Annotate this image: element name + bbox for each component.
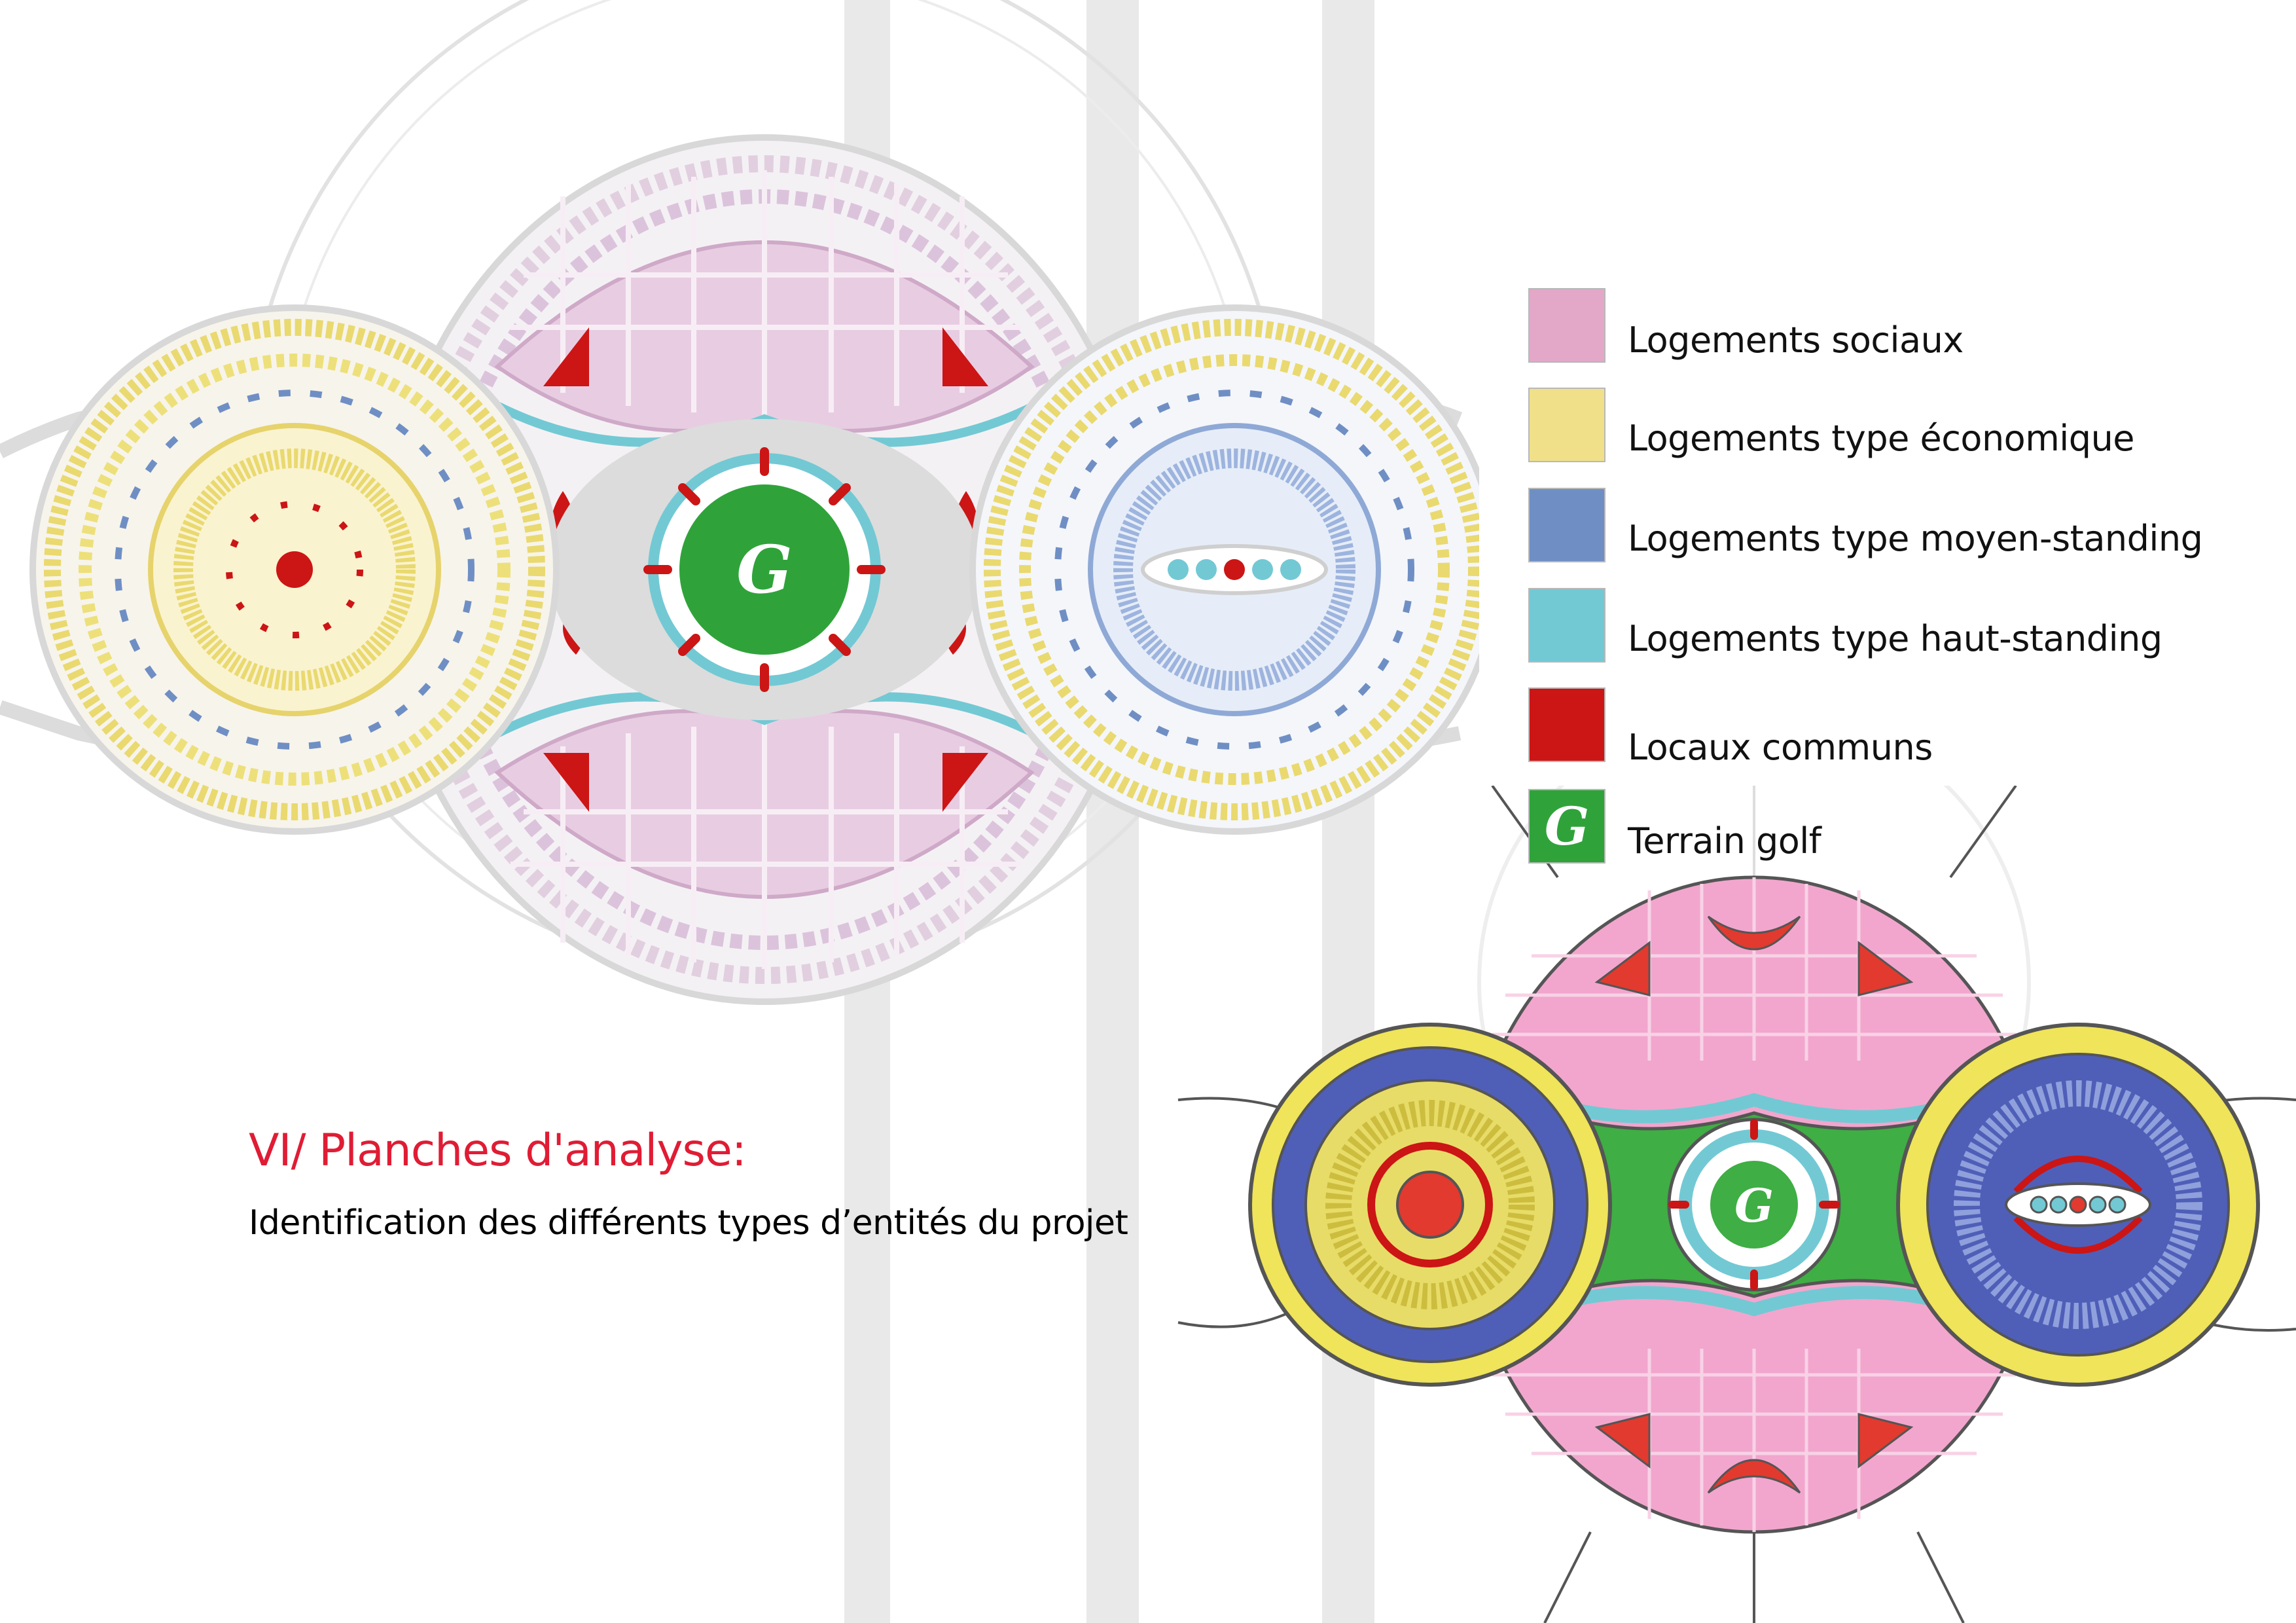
legend-swatch-golf: G bbox=[1528, 789, 1605, 864]
road bbox=[1543, 1531, 1592, 1623]
legend-swatch-social bbox=[1528, 288, 1605, 363]
economic-ring bbox=[1019, 354, 1450, 785]
economic-center bbox=[276, 551, 313, 588]
economic-center bbox=[1396, 1171, 1464, 1239]
golf-icon: G bbox=[1544, 795, 1590, 857]
golf-course bbox=[673, 478, 856, 661]
medium-blue-accents bbox=[1054, 390, 1414, 750]
legend-item: Logements type économique bbox=[1528, 388, 2287, 465]
legend-label: Logements sociaux bbox=[1628, 319, 1964, 361]
legend-label: Logements type moyen-standing bbox=[1628, 518, 2203, 559]
colored-master-plan: G bbox=[1177, 786, 2296, 1623]
road bbox=[1177, 1308, 1297, 1328]
legend-swatch-economic bbox=[1528, 388, 1605, 462]
legend-item: G Terrain golf bbox=[1528, 789, 2287, 866]
road bbox=[0, 386, 198, 458]
medium-petals bbox=[1954, 1080, 2202, 1329]
medium-petals bbox=[1113, 448, 1355, 691]
legend-swatch-high-standing bbox=[1528, 588, 1605, 663]
golf-spokes bbox=[1668, 1119, 1840, 1290]
road bbox=[0, 700, 172, 760]
section-subtitle: Identification des différents types d’en… bbox=[249, 1203, 1128, 1243]
legend-swatch-common bbox=[1528, 687, 1605, 762]
legend-item: Logements sociaux bbox=[1528, 288, 2287, 365]
golf-course bbox=[1706, 1157, 1802, 1252]
section-title: VI/ Planches d'analyse: bbox=[249, 1125, 747, 1176]
golf-spokes bbox=[643, 447, 886, 692]
medium-common-arc bbox=[2013, 1156, 2143, 1194]
economic-blue-accents bbox=[115, 390, 475, 750]
economic-common bbox=[226, 501, 363, 638]
economic-petals bbox=[1325, 1100, 1535, 1309]
main-master-plan: G bbox=[0, 0, 1479, 1005]
economic-ring bbox=[44, 319, 545, 820]
golf-marker-letter: G bbox=[1734, 1178, 1774, 1233]
golf-marker-letter: G bbox=[736, 531, 792, 608]
legend-item: Locaux communs bbox=[1528, 687, 2287, 768]
legend-label: Logements type économique bbox=[1628, 418, 2135, 459]
economic-common-ring bbox=[1367, 1142, 1493, 1267]
common-facilities bbox=[1594, 915, 1914, 1494]
medium-center-pools bbox=[2030, 1195, 2126, 1214]
medium-common-arc bbox=[2013, 1215, 2143, 1254]
legend-label: Terrain golf bbox=[1628, 820, 1821, 862]
economic-petals bbox=[173, 448, 416, 691]
road bbox=[1916, 1531, 1965, 1623]
road bbox=[1949, 786, 2017, 879]
legend-item: Logements type haut-standing bbox=[1528, 588, 2287, 665]
medium-center-pools bbox=[1168, 559, 1301, 580]
legend-item: Logements type moyen-standing bbox=[1528, 488, 2287, 565]
legend-label: Logements type haut-standing bbox=[1628, 618, 2162, 659]
economic-ring bbox=[79, 354, 511, 786]
legend-label: Locaux communs bbox=[1628, 727, 1933, 768]
legend-swatch-medium-standing bbox=[1528, 488, 1605, 562]
economic-ring bbox=[984, 319, 1479, 820]
